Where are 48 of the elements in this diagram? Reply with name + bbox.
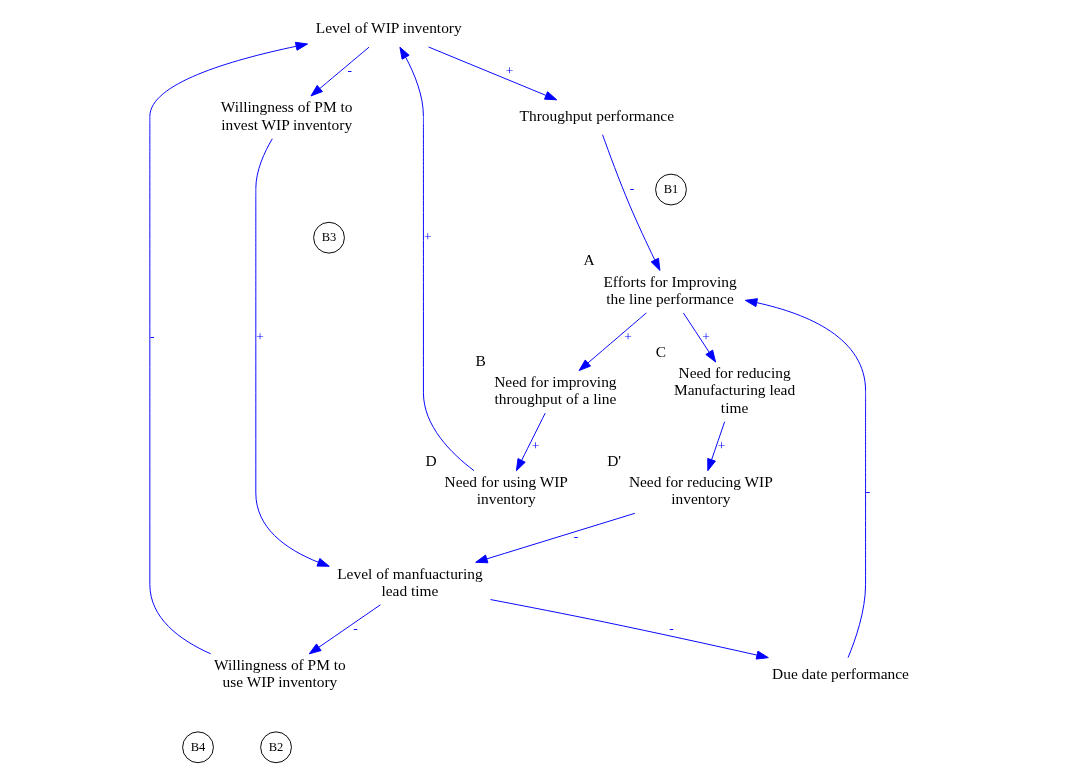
node-text: Willingness of PM to use WIP inventory: [214, 656, 346, 691]
edge-label: +: [531, 437, 540, 453]
node-text: Level of WIP inventory: [315, 19, 462, 37]
node-text: Need for using WIP inventory: [444, 473, 568, 508]
node-text: Due date performance: [772, 664, 909, 682]
edge-label: -: [573, 529, 579, 545]
edge-label: +: [256, 328, 264, 344]
edge-label: +: [702, 328, 710, 344]
node-text: Willingness of PM to invest WIP inventory: [220, 98, 353, 133]
label: B3: [321, 229, 337, 244]
edge-label: +: [717, 437, 726, 453]
node-text: Need for improving throughput of a line: [494, 372, 617, 408]
arrow: [578, 312, 647, 372]
arrow: [682, 312, 717, 363]
label: B4: [190, 739, 206, 754]
node-text: Need for reducing WIP inventory: [628, 473, 773, 508]
arrow: [255, 138, 330, 567]
arrow: [515, 412, 546, 472]
label: B1: [663, 181, 679, 196]
edge-label: -: [353, 620, 358, 636]
node-text: Level of manfuacturing lead time: [337, 564, 483, 599]
node-label: C: [655, 342, 667, 360]
node-label: B: [475, 351, 486, 369]
edge-label: -: [669, 620, 674, 636]
arrow: [475, 512, 636, 564]
arrow: [149, 41, 308, 655]
edge-label: +: [423, 229, 432, 245]
edge-label: -: [865, 483, 871, 499]
arrow: [602, 134, 661, 271]
node-text: Throughput performance: [519, 106, 675, 124]
node-label: A: [583, 251, 595, 269]
label: B2: [268, 739, 284, 754]
arrow: [308, 604, 381, 655]
node-label: D: [425, 451, 437, 469]
node-text: Need for reducing Manufacturing lead time: [674, 364, 796, 416]
arrow: [310, 46, 370, 97]
edge-label: -: [347, 63, 352, 79]
edge-label: -: [629, 181, 635, 197]
edge-label: +: [624, 328, 632, 344]
arrow: [490, 599, 769, 660]
arrow: [428, 46, 558, 101]
node-text: Efforts for Improving the line performance: [603, 272, 737, 307]
arrow: [744, 298, 867, 659]
node-label: D': [607, 451, 622, 469]
edge-label: -: [150, 328, 155, 344]
edge-label: +: [505, 63, 514, 79]
arrow: [399, 46, 475, 472]
arrow: [707, 421, 726, 472]
